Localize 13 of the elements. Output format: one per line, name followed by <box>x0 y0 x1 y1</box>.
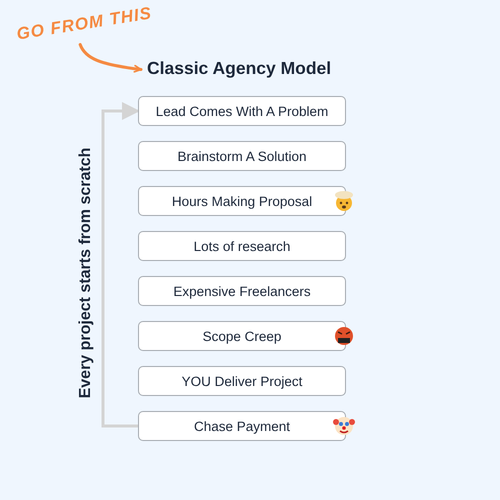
diagram-title: Classic Agency Model <box>147 58 332 79</box>
process-box: Brainstorm A Solution <box>138 141 346 171</box>
loop-arrow <box>102 102 140 428</box>
handwritten-note: GO FROM THIS <box>15 3 154 45</box>
process-box: Hours Making Proposal <box>138 186 346 216</box>
process-box: Lots of research <box>138 231 346 261</box>
process-box: Scope Creep <box>138 321 346 351</box>
process-box: Chase Payment <box>138 411 346 441</box>
edge-label: Every project starts from scratch <box>77 147 95 398</box>
hand-drawn-arrow <box>78 43 142 73</box>
process-box: Lead Comes With A Problem <box>138 96 346 126</box>
process-box: Expensive Freelancers <box>138 276 346 306</box>
process-box: YOU Deliver Project <box>138 366 346 396</box>
